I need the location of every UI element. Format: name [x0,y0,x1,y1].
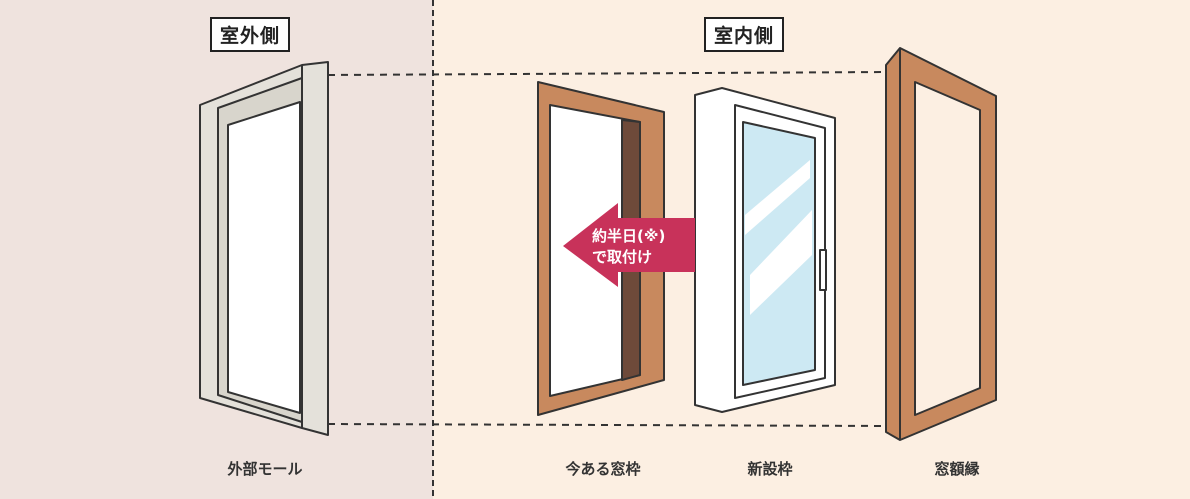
install-time-label: 約半日(※) で取付け [592,226,665,268]
caption-exterior-molding: 外部モール [227,460,303,478]
new-frame [694,87,836,413]
caption-existing-frame: 今ある窓枠 [565,460,641,478]
arrow-left-icon [563,203,695,287]
existing-frame [537,81,665,416]
install-time-line1: 約半日(※) [592,227,666,245]
window-handle [819,249,827,291]
install-time-line2: で取付け [592,248,653,266]
guide-line-bottom [327,423,891,427]
heading-indoor: 室内側 [704,17,785,52]
exterior-molding [199,61,329,436]
heading-outdoor: 室外側 [210,17,291,52]
window-trim [885,47,997,441]
caption-window-trim: 窓額縁 [934,460,980,478]
caption-new-frame: 新設枠 [747,460,793,478]
guide-line-top [327,71,891,76]
